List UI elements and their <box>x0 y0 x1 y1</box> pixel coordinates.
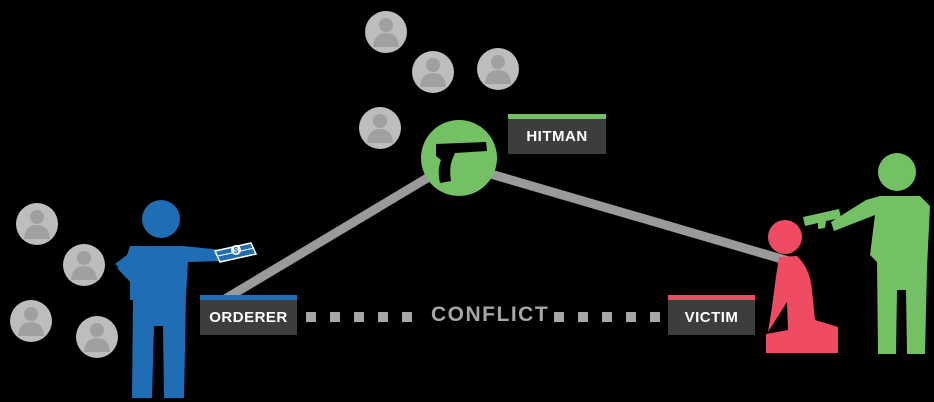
person-icon <box>142 200 180 238</box>
money-symbol: $ <box>234 246 239 255</box>
person-icon <box>768 220 802 254</box>
orderer-label: ORDERER <box>200 295 297 335</box>
crowd-person-icon <box>63 244 105 286</box>
orderer-label-text: ORDERER <box>209 309 288 326</box>
pistol-icon <box>803 209 841 229</box>
crowd-person-icon <box>16 203 58 245</box>
crowd-person-icon <box>412 51 454 93</box>
hitman-node <box>421 120 497 196</box>
crowd-person-icon <box>10 300 52 342</box>
conflict-label: CONFLICT <box>431 303 550 326</box>
pistol-icon <box>436 142 487 183</box>
victim-label-text: VICTIM <box>684 309 739 326</box>
crowd-person-icon <box>477 48 519 90</box>
hitman-figure <box>803 153 930 354</box>
crowd-person-icon <box>359 107 401 149</box>
conflict-dashes-right <box>554 312 660 322</box>
person-icon <box>878 153 916 191</box>
victim-label: VICTIM <box>668 295 755 335</box>
orderer-figure <box>115 200 222 398</box>
conflict-dashes-left <box>306 312 412 322</box>
money-icon: $ <box>213 242 258 263</box>
crowd-person-icon <box>76 316 118 358</box>
victim-figure <box>766 220 838 353</box>
hitman-label: HITMAN <box>508 114 606 154</box>
crowd-person-icon <box>365 11 407 53</box>
hitman-label-text: HITMAN <box>526 128 588 145</box>
orderer-hitman-line <box>217 164 447 306</box>
hitman-victim-line <box>482 167 794 267</box>
